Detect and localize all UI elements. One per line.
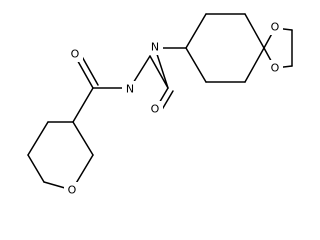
atom-masks — [64, 19, 283, 198]
oxane-ring — [27, 121, 94, 191]
bond — [149, 55, 169, 89]
atom-mask — [122, 81, 138, 97]
atom-label-oxygen: O — [68, 184, 77, 197]
atom-mask — [267, 60, 283, 76]
bond — [27, 121, 49, 156]
bond — [185, 13, 207, 49]
cyclohexane-ring — [185, 13, 265, 83]
atom-mask — [147, 39, 163, 55]
atom-mask — [64, 182, 80, 198]
bond — [185, 47, 207, 83]
atom-label-oxygen: O — [151, 103, 160, 116]
atom-mask — [267, 19, 283, 35]
molecule-structure: O N O N O O O — [27, 13, 293, 198]
bond — [72, 87, 94, 123]
bond — [244, 47, 265, 83]
bond — [72, 121, 94, 156]
atom-label-oxygen: O — [71, 48, 80, 61]
atom-label-oxygen: O — [271, 21, 280, 34]
atom-labels: O N O N O O O — [68, 21, 280, 197]
molecule-canvas: O N O N O O O — [27, 13, 293, 198]
atom-label-nitrogen: N — [126, 83, 134, 96]
atom-label-nitrogen: N — [151, 41, 159, 54]
atom-mask — [67, 46, 83, 62]
atom-mask — [147, 101, 163, 117]
bond — [244, 13, 265, 49]
bond — [27, 154, 45, 183]
atom-label-oxygen: O — [271, 62, 280, 75]
amide-carbonyl-1 — [72, 52, 131, 123]
